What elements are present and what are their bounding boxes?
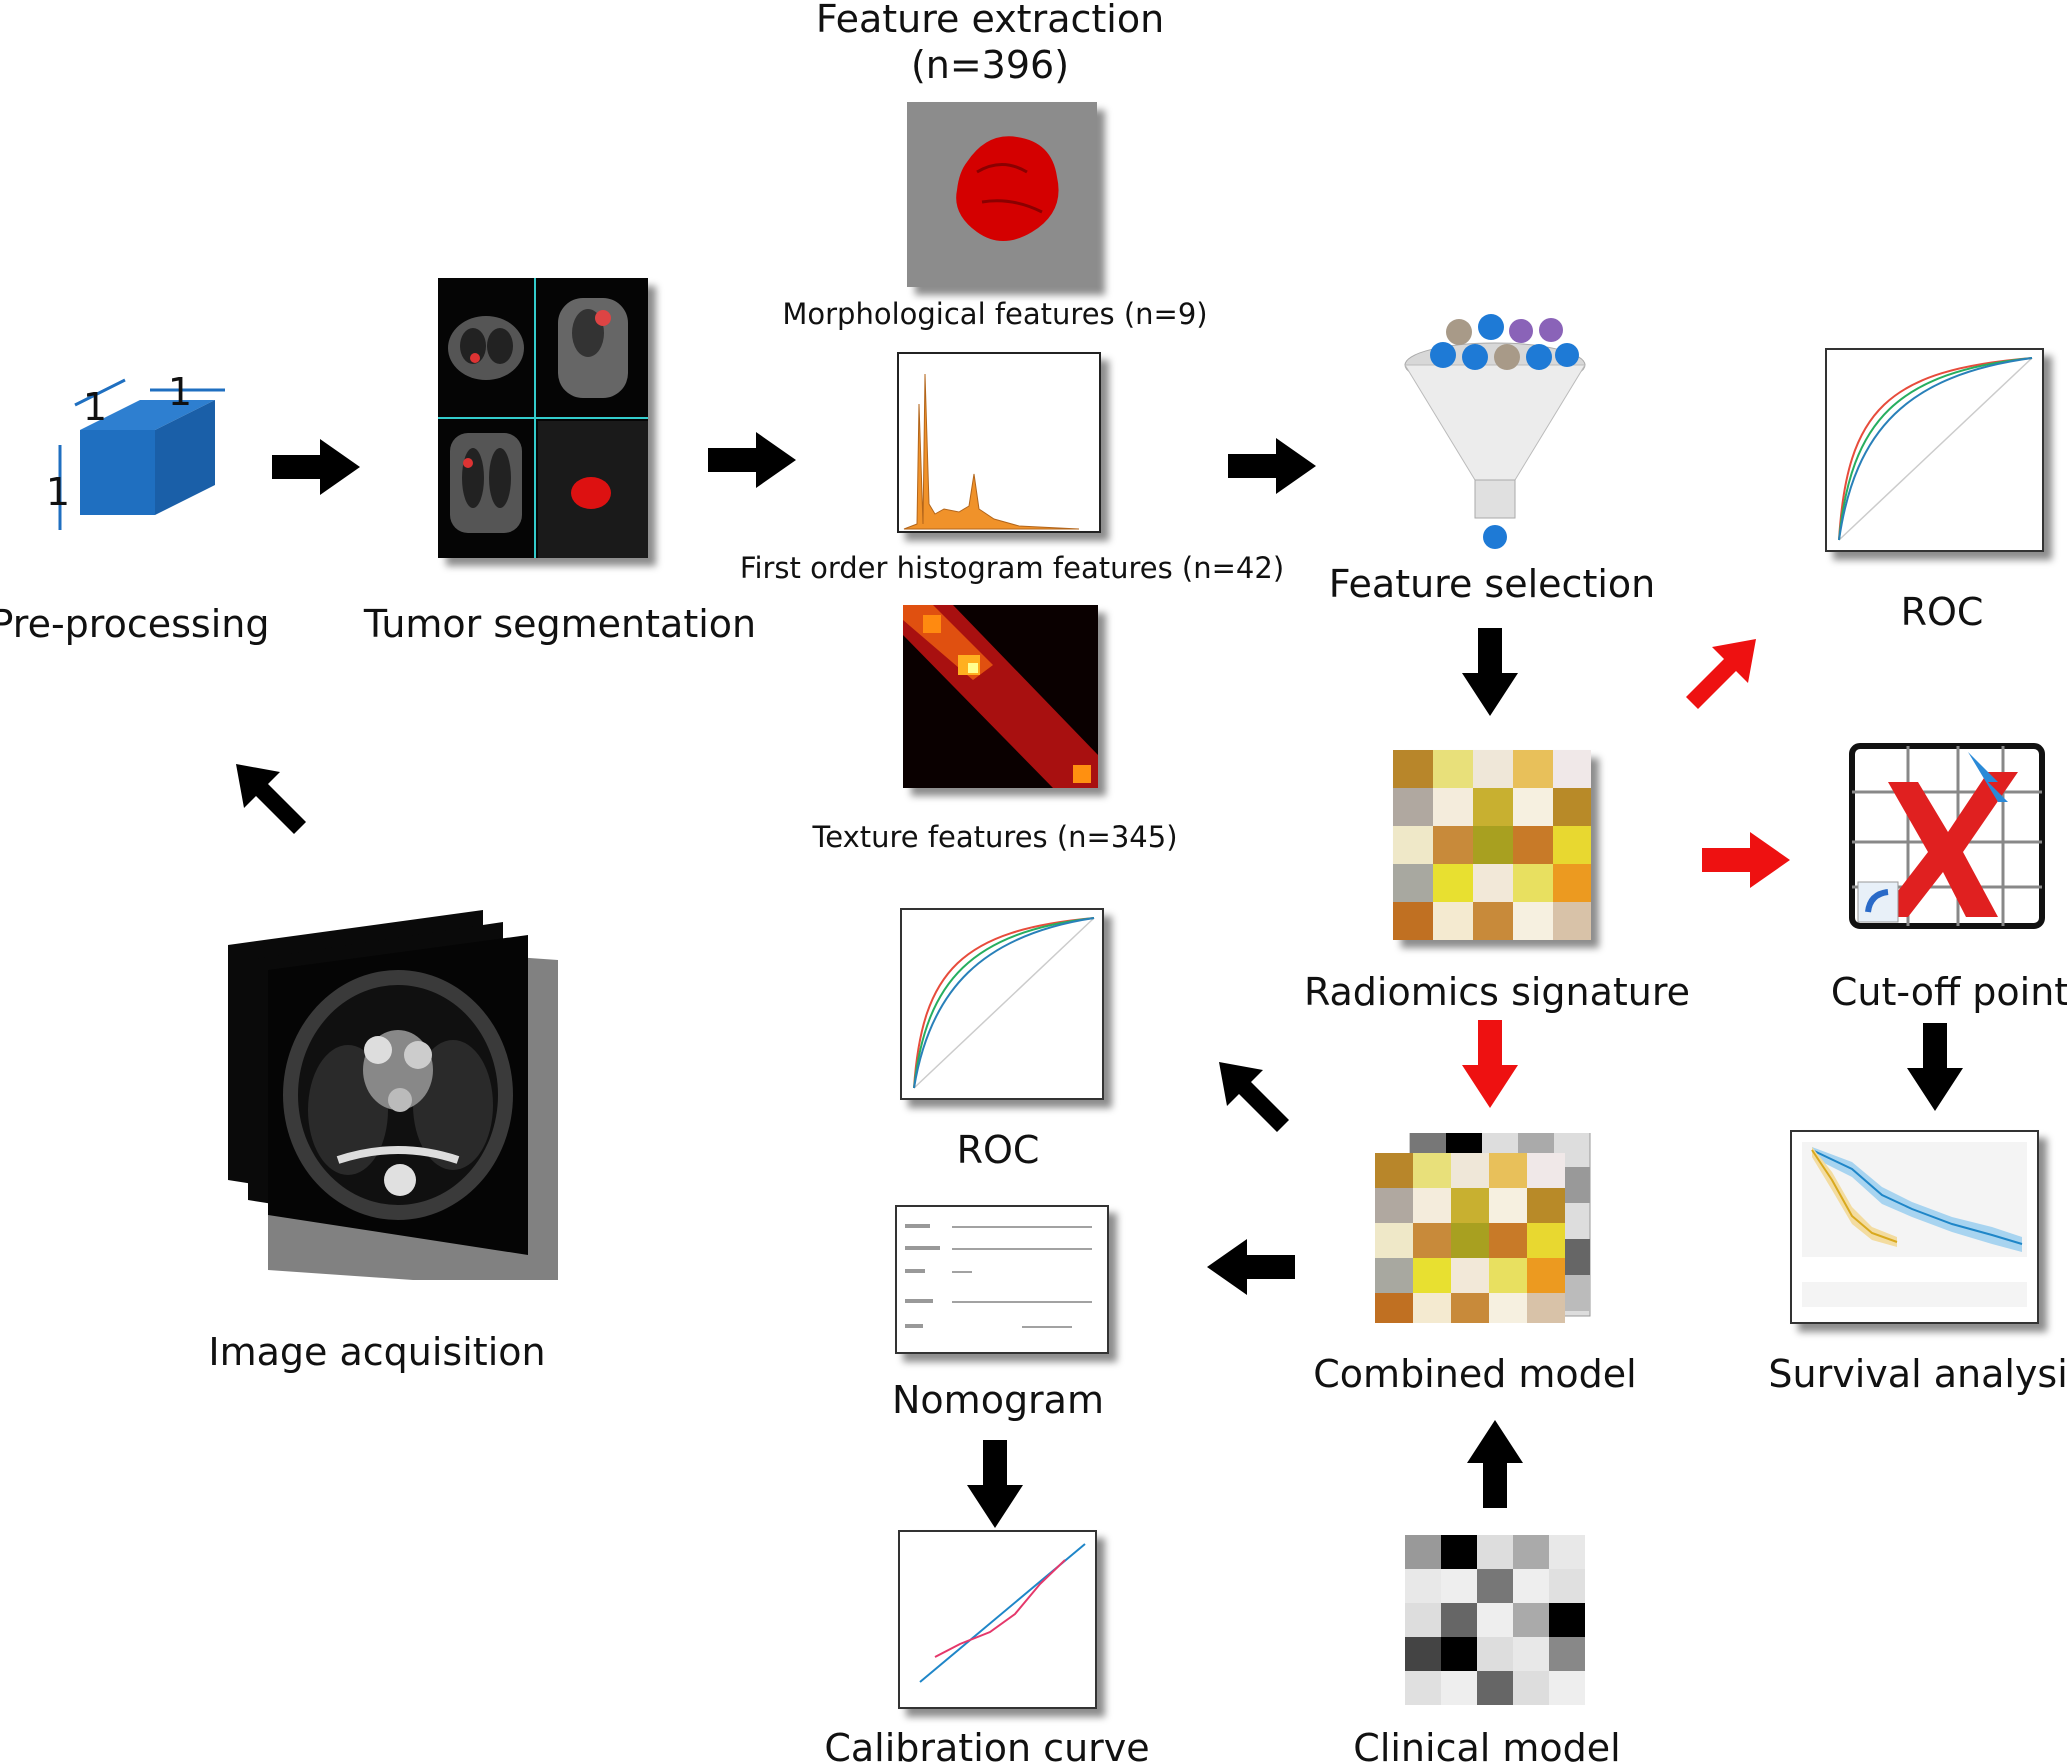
survival-analysis-plot <box>1790 1130 2039 1324</box>
feature-selection-label: Feature selection <box>1328 562 1656 606</box>
arrow-red-down <box>1460 1020 1520 1110</box>
preprocessing-label: Pre-processing <box>0 602 270 646</box>
feature-extraction-title: Feature extraction (n=396) <box>816 0 1164 88</box>
arrow-right-2 <box>708 430 798 490</box>
morphological-tumor-image <box>907 102 1097 287</box>
voxel-cube-icon <box>40 370 240 550</box>
calibration-curve-label: Calibration curve <box>824 1726 1150 1764</box>
arrow-red-diagonal <box>1680 635 1760 715</box>
title-line-1: Feature extraction <box>815 0 1165 41</box>
radiomics-signature-label: Radiomics signature <box>1303 970 1691 1014</box>
funnel-icon <box>1395 305 1595 550</box>
arrow-left <box>1205 1237 1295 1297</box>
first-order-features-label: First order histogram features (n=42) <box>739 551 1285 585</box>
roc-plot-middle <box>900 908 1104 1100</box>
texture-features-label: Texture features (n=345) <box>812 820 1178 854</box>
tumor-segmentation-label: Tumor segmentation <box>363 602 757 646</box>
texture-matrix-image <box>903 605 1098 788</box>
voxel-label-depth: 1 <box>82 385 108 429</box>
voxel-label-width: 1 <box>167 370 193 414</box>
combined-model-grid <box>1375 1133 1595 1323</box>
morphological-features-label: Morphological features (n=9) <box>782 297 1208 331</box>
arrow-down-1 <box>1460 628 1520 718</box>
roc-plot-top <box>1825 348 2044 552</box>
roc-middle-label: ROC <box>956 1128 1040 1172</box>
nomogram-image <box>895 1205 1109 1354</box>
arrow-red-right <box>1702 830 1792 890</box>
tumor-segmentation-image <box>438 278 648 558</box>
cutoff-point-label: Cut-off point <box>1830 970 2067 1014</box>
arrow-right-3 <box>1228 436 1318 496</box>
arrow-up-left-2 <box>1215 1058 1295 1138</box>
clinical-model-label: Clinical model <box>1353 1726 1621 1764</box>
histogram-image <box>897 352 1101 533</box>
arrow-right-1 <box>272 437 362 497</box>
ct-image-stack <box>228 910 558 1280</box>
roc-top-label: ROC <box>1900 590 1984 634</box>
arrow-down-2 <box>1905 1023 1965 1113</box>
arrow-up <box>1465 1418 1525 1508</box>
calibration-curve-plot <box>898 1530 1097 1709</box>
radiomics-signature-grid <box>1393 750 1591 940</box>
clinical-model-grid <box>1405 1535 1585 1705</box>
survival-analysis-label: Survival analysis <box>1768 1352 2067 1396</box>
title-line-2: (n=396) <box>910 43 1070 87</box>
arrow-down-3 <box>965 1440 1025 1530</box>
voxel-label-height: 1 <box>45 470 71 514</box>
arrow-up-left <box>232 760 312 840</box>
nomogram-label: Nomogram <box>892 1378 1104 1422</box>
image-acquisition-label: Image acquisition <box>208 1330 546 1374</box>
cutoff-point-icon <box>1848 742 2048 932</box>
combined-model-label: Combined model <box>1313 1352 1637 1396</box>
